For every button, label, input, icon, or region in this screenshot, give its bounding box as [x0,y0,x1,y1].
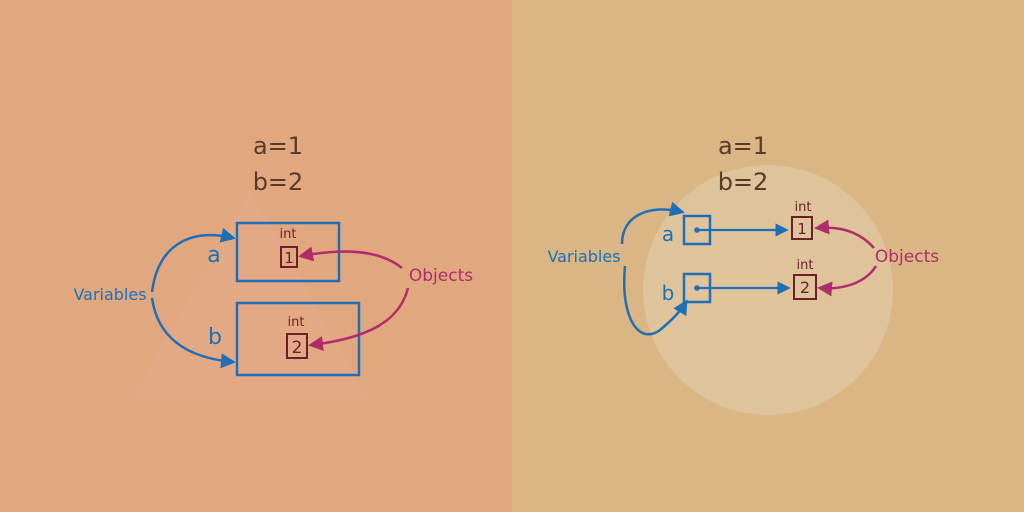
right-objects-label: Objects [875,247,939,267]
left-value-a: 1 [284,249,294,267]
left-code-line2: b=2 [253,168,304,196]
right-code-line1: a=1 [718,132,768,160]
left-var-a-label: a [207,243,220,268]
right-code-line2: b=2 [718,168,769,196]
left-objects-arrow-2 [308,287,410,352]
left-object-1-box [280,246,298,268]
left-objects-label: Objects [409,266,473,286]
left-variables-arrow-b [150,297,236,369]
right-type-b: int [797,258,814,273]
left-value-b: 2 [292,338,303,358]
right-type-a: int [795,200,812,215]
left-variables-label: Variables [73,285,146,304]
left-panel-background [0,0,512,512]
right-value-b: 2 [800,278,810,297]
left-objects-arrow-1 [298,246,403,269]
left-variable-b-box [235,301,361,377]
right-var-b-label: b [662,281,675,305]
right-panel-background [512,0,1024,512]
right-variables-label: Variables [547,247,620,266]
left-variables-arrow-a [150,227,236,293]
right-object-2-box [793,274,817,300]
left-type-b: int [288,315,305,330]
right-variables-arrow-a [620,201,685,245]
right-objects-arrow-2 [817,265,878,297]
left-object-2-box [286,333,308,359]
left-type-a: int [280,227,297,242]
left-var-b-label: b [208,325,222,350]
left-code-line1: a=1 [253,132,303,160]
right-var-a-label: a [662,222,674,246]
right-variables-arrow-b [622,265,688,336]
right-object-1-box [791,216,813,240]
right-watermark [643,165,893,415]
right-value-a: 1 [797,220,807,238]
right-objects-arrow-1 [814,219,875,249]
